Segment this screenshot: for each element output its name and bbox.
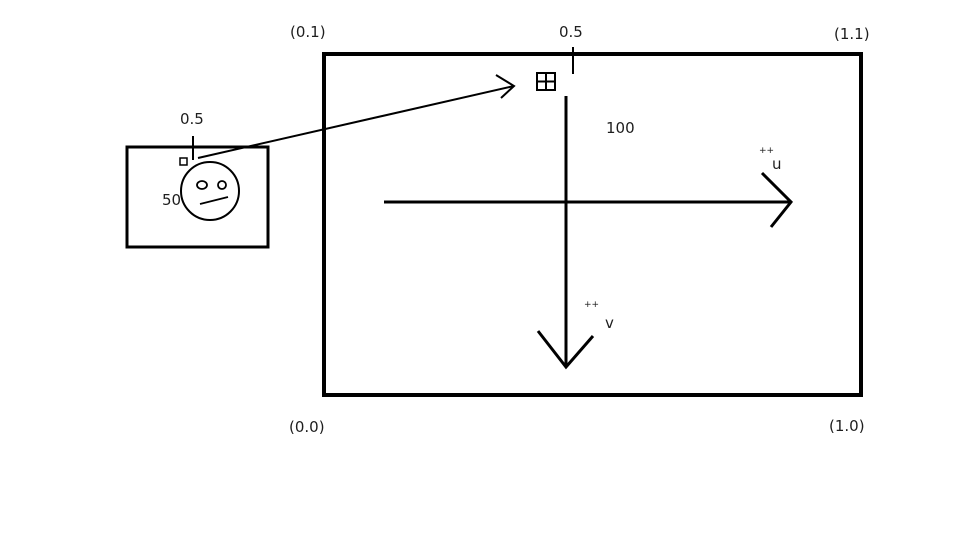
small-side-value-label: 50 — [162, 191, 182, 209]
u-axis-label: u — [772, 155, 782, 173]
grid-square-icon — [536, 72, 556, 91]
bottom-right-corner-label: (1.0) — [829, 417, 865, 435]
v-axis-arrow — [536, 96, 595, 370]
small-square-marker — [179, 157, 188, 166]
top-right-corner-label: (1.1) — [834, 25, 870, 43]
small-half-mark-label: 0.5 — [180, 110, 204, 128]
u-axis-arrow — [384, 171, 794, 228]
v-axis-label: v — [605, 314, 614, 332]
mapping-arrow — [197, 74, 516, 159]
u-superscript-label: ++ — [759, 146, 775, 156]
top-left-corner-label: (0.1) — [290, 23, 326, 41]
small-frame — [125, 145, 270, 249]
v-superscript-label: ++ — [584, 300, 600, 310]
face-icon — [180, 161, 240, 221]
big-v-value-label: 100 — [606, 119, 635, 137]
large-frame — [322, 52, 863, 397]
big-half-mark-label: 0.5 — [559, 23, 583, 41]
bottom-left-corner-label: (0.0) — [289, 418, 325, 436]
